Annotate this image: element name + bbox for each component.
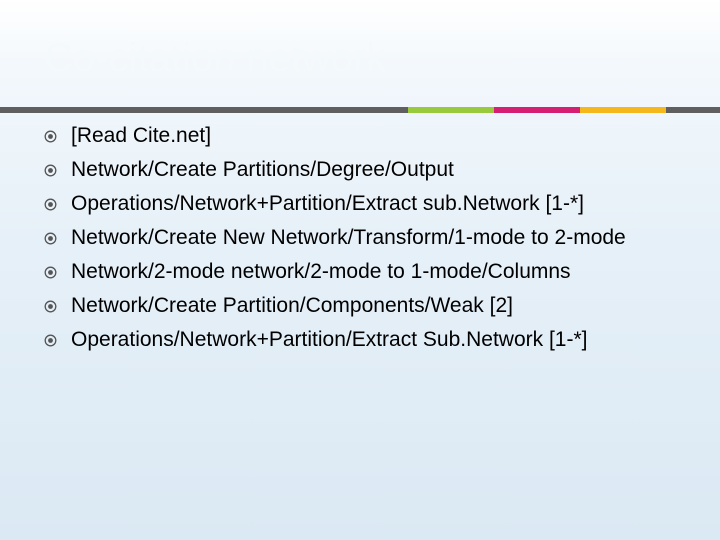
bullet-item: Network/2-mode network/2-mode to 1-mode/…: [44, 256, 684, 288]
bullet-item: Operations/Network+Partition/Extract sub…: [44, 188, 684, 220]
bullet-text: Network/Create Partitions/Degree/Output: [71, 158, 454, 181]
bullet-item: Network/Create Partitions/Degree/Output: [44, 154, 684, 186]
bullet-text: Network/Create Partition/Components/Weak…: [71, 294, 513, 317]
slide-title: Co-citation network: [44, 36, 387, 80]
divider-segment-gray: [0, 107, 408, 113]
divider-segment-pink: [494, 107, 580, 113]
bullet-item: Network/Create New Network/Transform/1-m…: [44, 222, 684, 254]
bullet-text: Operations/Network+Partition/Extract sub…: [71, 192, 584, 215]
circle-bullet-icon: [44, 334, 57, 347]
circle-bullet-icon: [44, 164, 57, 177]
circle-bullet-icon: [44, 198, 57, 211]
bullet-item: [Read Cite.net]: [44, 120, 684, 152]
circle-bullet-icon: [44, 300, 57, 313]
bullet-text: Operations/Network+Partition/Extract Sub…: [71, 328, 588, 351]
circle-bullet-icon: [44, 266, 57, 279]
bullet-text: [Read Cite.net]: [71, 124, 212, 147]
bullet-text: Network/2-mode network/2-mode to 1-mode/…: [71, 260, 571, 283]
bullet-list: [Read Cite.net] Network/Create Partition…: [44, 120, 684, 358]
bullet-item: Operations/Network+Partition/Extract Sub…: [44, 324, 684, 356]
divider-segment-green: [408, 107, 494, 113]
circle-bullet-icon: [44, 130, 57, 143]
bullet-item: Network/Create Partition/Components/Weak…: [44, 290, 684, 322]
divider-segment-gray-end: [666, 107, 720, 113]
circle-bullet-icon: [44, 232, 57, 245]
title-divider: [0, 107, 720, 113]
divider-segment-yellow: [580, 107, 666, 113]
bullet-text: Network/Create New Network/Transform/1-m…: [71, 226, 626, 249]
